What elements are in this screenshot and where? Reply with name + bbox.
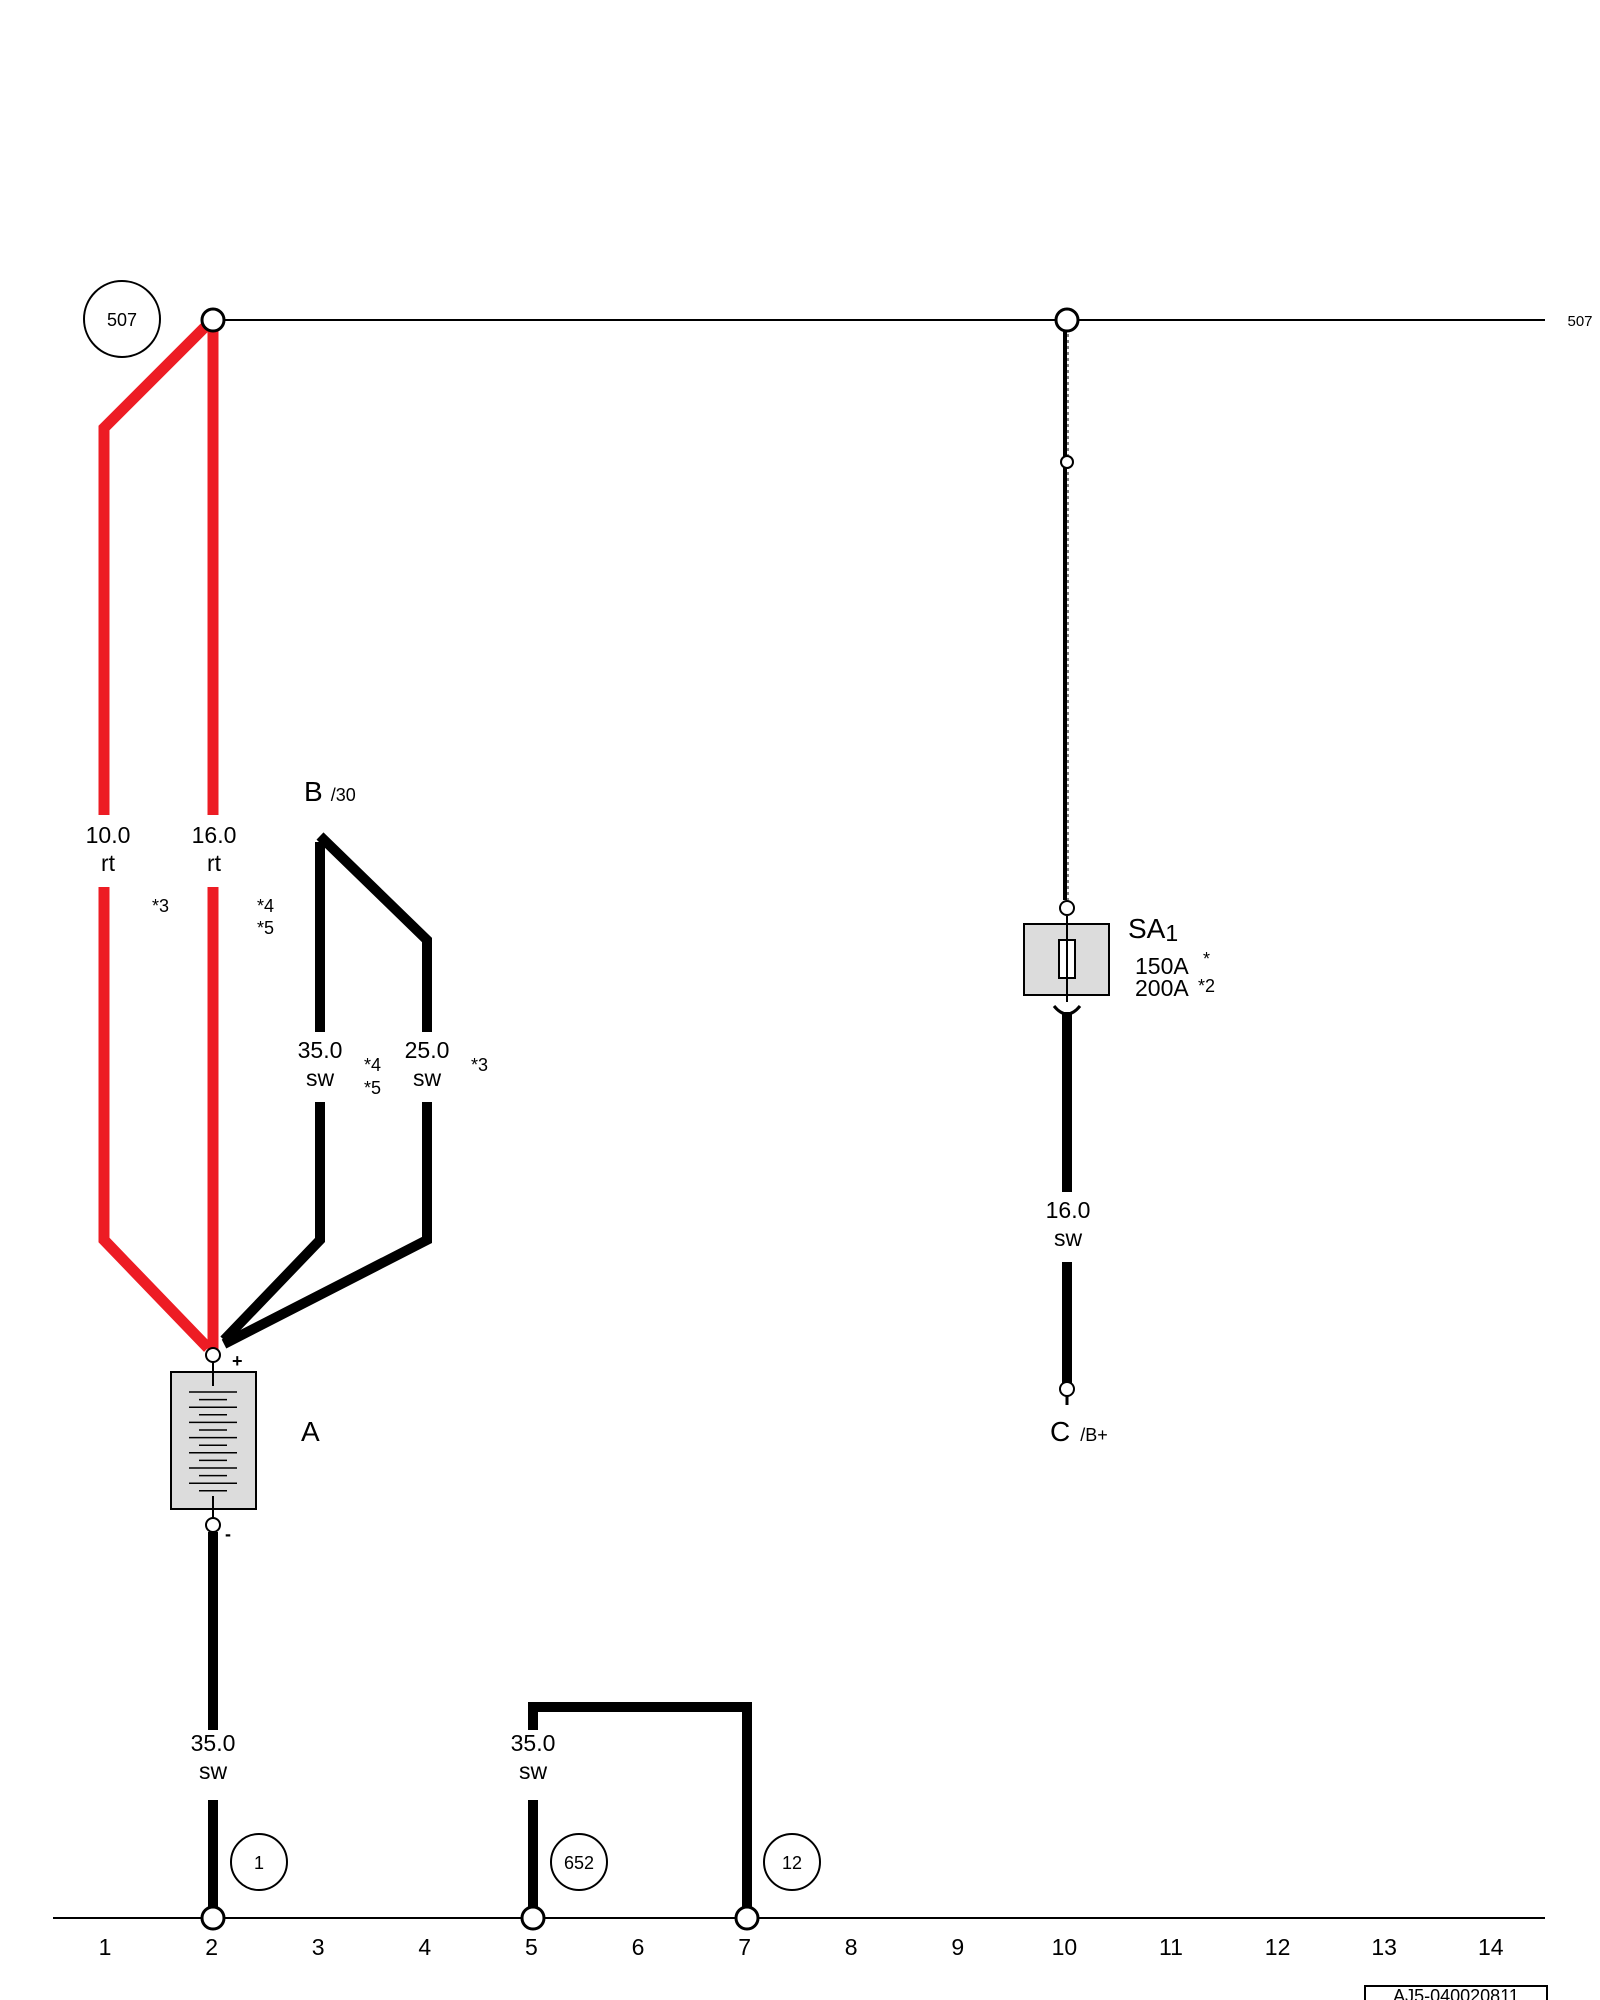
grid-number: 7 — [738, 1934, 751, 1960]
battery-cells — [189, 1391, 237, 1492]
svg-text:rt: rt — [101, 850, 116, 876]
fuse-feed-junction — [1060, 455, 1074, 469]
wire-label-black-g2: 35.0 sw — [503, 1730, 563, 1800]
grid-number: 14 — [1478, 1934, 1504, 1960]
ground-ref-circle-1 — [230, 1833, 288, 1891]
black-wire-b1 — [220, 842, 325, 1344]
wire-label-black-b2: 25.0 sw — [398, 1032, 458, 1102]
grid-number: 9 — [951, 1934, 964, 1960]
svg-text:10.0: 10.0 — [86, 822, 131, 848]
footnote-3-right: *3 — [471, 1055, 488, 1075]
grid-number: 3 — [312, 1934, 325, 1960]
grid-number: 12 — [1265, 1934, 1291, 1960]
battery-minus-terminal — [205, 1517, 221, 1533]
ground-ref-circle-652 — [550, 1833, 608, 1891]
svg-text:sw: sw — [199, 1758, 228, 1784]
node-ref-left: 507 — [107, 310, 137, 330]
wire-label-black-fuse: 16.0 sw — [1038, 1192, 1098, 1262]
ground-ref-1: 1 — [254, 1853, 264, 1873]
fuse-rating-200: 200A — [1135, 975, 1189, 1001]
grid-number: 13 — [1371, 1934, 1397, 1960]
svg-text:sw: sw — [306, 1065, 335, 1091]
battery-minus-label: - — [225, 1524, 231, 1544]
grid-number: 4 — [418, 1934, 431, 1960]
wire-label-black-ground: 35.0 sw — [183, 1730, 243, 1800]
battery-label: A — [301, 1416, 320, 1447]
svg-text:16.0: 16.0 — [192, 822, 237, 848]
svg-text:sw: sw — [519, 1758, 548, 1784]
battery-plus-terminal — [205, 1347, 221, 1363]
svg-text:35.0: 35.0 — [191, 1730, 236, 1756]
black-wire-ground-loop — [528, 1702, 752, 1912]
fuse-label: SA1 — [1128, 913, 1178, 946]
connector-b-label: B/30 — [304, 776, 356, 807]
drawing-id-box — [1364, 1985, 1548, 2000]
grid-number: 8 — [845, 1934, 858, 1960]
ground-ref-12: 12 — [782, 1853, 802, 1873]
ground-ref-652: 652 — [564, 1853, 594, 1873]
grid-number: 5 — [525, 1934, 538, 1960]
grid-number: 1 — [99, 1934, 112, 1960]
wire-label-red-center: 16.0 rt — [185, 815, 241, 887]
svg-text:sw: sw — [1054, 1225, 1083, 1251]
node-ref-right: 507 — [1567, 313, 1592, 330]
bus-node-col10 — [1054, 307, 1080, 333]
footnote-5-top: *5 — [257, 918, 274, 938]
wire-label-red-left: 10.0 rt — [76, 815, 132, 887]
grid-number: 2 — [205, 1934, 218, 1960]
bus-node-col2 — [200, 307, 226, 333]
ground-ref-circle-12 — [763, 1833, 821, 1891]
fuse-output-terminal-icon — [1052, 1005, 1082, 1016]
footnote-4-mid: *4 — [364, 1055, 381, 1075]
ground-node-col2 — [200, 1905, 226, 1931]
grid-number: 10 — [1052, 1934, 1078, 1960]
grid-number: 6 — [632, 1934, 645, 1960]
svg-text:25.0: 25.0 — [405, 1037, 450, 1063]
ground-node-col5 — [520, 1905, 546, 1931]
footnote-4-top: *4 — [257, 896, 274, 916]
svg-text:35.0: 35.0 — [298, 1037, 343, 1063]
ground-node-col7 — [734, 1905, 760, 1931]
fuse-rating-200-mark: *2 — [1198, 976, 1215, 996]
drawing-id: AJ5-040020811 — [1393, 1986, 1519, 2000]
footnote-3-left: *3 — [152, 896, 169, 916]
svg-text:35.0: 35.0 — [511, 1730, 556, 1756]
svg-text:sw: sw — [413, 1065, 442, 1091]
fuse-input-terminal — [1059, 900, 1075, 916]
footnote-5-mid: *5 — [364, 1078, 381, 1098]
fuse-rating-150: 150A — [1135, 953, 1189, 979]
svg-text:rt: rt — [207, 850, 222, 876]
connector-c-terminal — [1059, 1381, 1075, 1397]
connector-c-label: C/B+ — [1050, 1416, 1108, 1447]
grid-number: 11 — [1159, 1934, 1183, 1960]
svg-text:16.0: 16.0 — [1046, 1197, 1091, 1223]
node-ref-circle-left — [83, 280, 161, 358]
fuse-rating-150-mark: * — [1203, 949, 1210, 969]
wire-label-black-b1: 35.0 sw — [291, 1032, 351, 1102]
battery-plus-label: + — [232, 1351, 243, 1371]
